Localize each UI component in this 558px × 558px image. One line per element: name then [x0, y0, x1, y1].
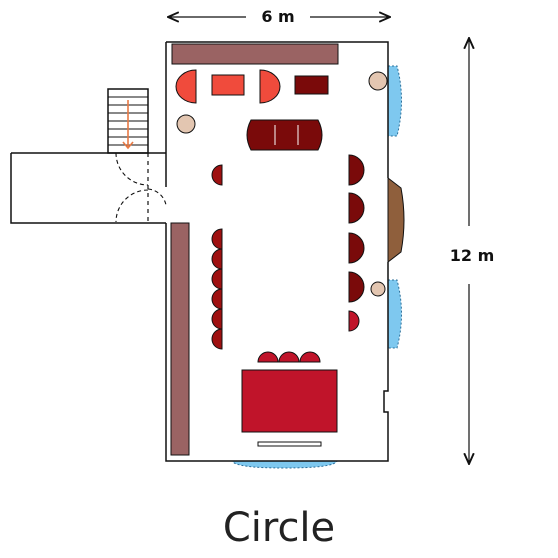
width-label: 6 m	[261, 7, 294, 26]
dining-chairs	[257, 351, 321, 363]
stool-left	[211, 268, 223, 290]
seat-right	[348, 154, 365, 186]
seat-right-small	[348, 310, 360, 332]
seat-right	[348, 232, 365, 264]
bar-counter-left	[170, 222, 190, 456]
stair-arrow	[122, 100, 134, 150]
stool-left	[211, 228, 223, 250]
dining-table	[241, 369, 338, 433]
width-dimension: 6 m	[168, 7, 390, 26]
height-label: 12 m	[450, 246, 495, 265]
fireplace	[387, 176, 405, 264]
chair-left	[175, 69, 197, 104]
left-stools	[211, 164, 223, 350]
window-top-right	[387, 65, 402, 137]
walls	[10, 41, 389, 462]
stool-left	[211, 328, 223, 350]
main-door-swing	[147, 188, 167, 206]
main-room-wall	[165, 41, 389, 462]
stool-left	[211, 248, 223, 270]
dining-chair	[278, 351, 300, 363]
stool-left	[211, 308, 223, 330]
stair-door-swing	[115, 152, 149, 186]
dining-chair	[299, 351, 321, 363]
side-cabinet	[294, 75, 329, 95]
bar-counter-top	[171, 43, 339, 65]
stool-left	[211, 288, 223, 310]
coffee-table	[211, 74, 245, 96]
plant-top-right	[368, 71, 388, 91]
sofa	[246, 119, 323, 151]
layout-caption: Circle	[222, 505, 336, 551]
stool-left	[211, 164, 223, 186]
annex-room-wall	[10, 152, 166, 224]
plant-left	[176, 114, 196, 134]
window-bottom-right	[387, 279, 402, 349]
chair-right	[259, 69, 281, 104]
door-swings	[115, 152, 167, 223]
bench	[257, 441, 322, 447]
windows	[231, 65, 402, 469]
dining-chair	[257, 351, 279, 363]
seat-right	[348, 192, 365, 224]
height-dimension: 12 m	[450, 38, 495, 464]
annex-door-swing	[115, 189, 149, 223]
window-bottom	[231, 460, 338, 469]
right-booth-seats	[348, 154, 365, 332]
seat-right	[348, 271, 365, 303]
plant-right	[370, 281, 386, 297]
